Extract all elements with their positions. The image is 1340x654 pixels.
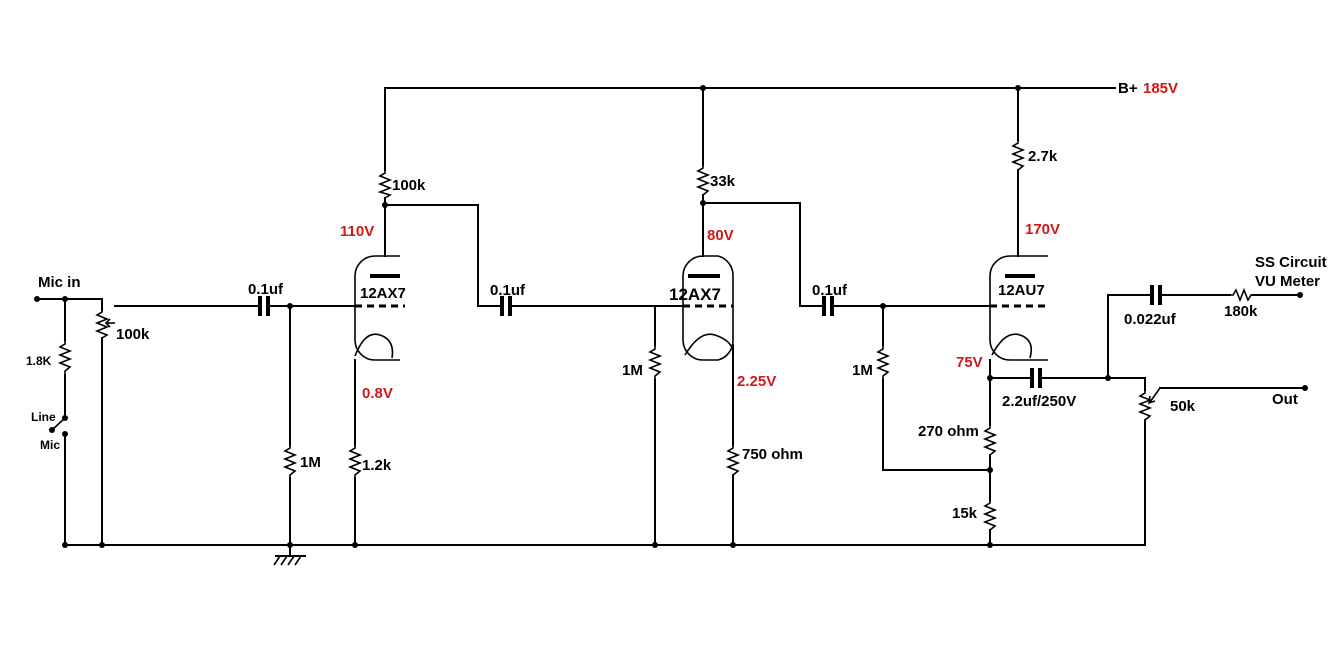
cathode-resistor-3a (982, 425, 998, 456)
gain-potentiometer (94, 310, 115, 339)
grid-resistor-3 (875, 345, 891, 380)
plate-voltage-1: 110V (340, 223, 374, 240)
coupling-capacitor-2 (500, 296, 512, 316)
grid-resistor-2 (647, 345, 663, 380)
junction-dots (34, 85, 1308, 548)
line-mic-switch (49, 415, 68, 437)
coupling-capacitor-1 (258, 296, 270, 316)
coupling-cap-1-label: 0.1uf (248, 281, 284, 298)
plate-resistor-1-label: 100k (392, 177, 426, 194)
cathode-resistor-1 (347, 445, 363, 478)
coupling-cap-2-label: 0.1uf (490, 282, 526, 299)
cathode-resistor-2 (725, 445, 741, 476)
supply-voltage: 185V (1143, 80, 1178, 97)
tube-1-label: 12AX7 (360, 285, 406, 302)
tube-2-label: 12AX7 (669, 285, 721, 304)
switch-line-label: Line (31, 410, 56, 424)
cathode-voltage-3: 75V (956, 354, 983, 371)
pad-resistor-label: 1.8K (26, 354, 52, 368)
vu-capacitor (1150, 285, 1162, 305)
grid-resistor-2-label: 1M (622, 362, 643, 379)
cathode-resistor-3b-label: 15k (952, 505, 978, 522)
vu-label-line1: SS Circuit (1255, 254, 1327, 271)
cathode-voltage-2: 2.25V (737, 373, 776, 390)
wires (36, 87, 1306, 557)
volume-potentiometer (1137, 387, 1161, 421)
grid-resistor-1 (282, 445, 298, 478)
input-label: Mic in (38, 274, 81, 291)
plate-resistor-2-label: 33k (710, 173, 736, 190)
tube-1 (354, 255, 405, 361)
ground-symbol (273, 555, 306, 566)
plate-voltage-2: 80V (707, 227, 734, 244)
vu-resistor-label: 180k (1224, 303, 1258, 320)
plate-resistor-3-label: 2.7k (1028, 148, 1058, 165)
plate-resistor-1 (377, 170, 393, 199)
cathode-voltage-1: 0.8V (362, 385, 393, 402)
plate-resistor-2 (695, 165, 711, 196)
tube-3 (989, 255, 1048, 361)
gain-pot-label: 100k (116, 326, 150, 343)
volume-pot-label: 50k (1170, 398, 1196, 415)
plate-resistor-3 (1010, 140, 1026, 171)
cathode-resistor-3a-label: 270 ohm (918, 423, 979, 440)
vu-cap-label: 0.022uf (1124, 311, 1177, 328)
vu-label-line2: VU Meter (1255, 273, 1320, 290)
output-cap-label: 2.2uf/250V (1002, 393, 1076, 410)
grid-resistor-3-label: 1M (852, 362, 873, 379)
grid-resistor-1-label: 1M (300, 454, 321, 471)
tube-2 (682, 255, 734, 361)
plate-voltage-3: 170V (1025, 221, 1060, 238)
cathode-resistor-2-label: 750 ohm (742, 446, 803, 463)
switch-mic-label: Mic (40, 438, 60, 452)
pad-resistor (57, 340, 73, 375)
cathode-resistor-3b (982, 500, 998, 531)
supply-label: B+ (1118, 80, 1138, 97)
vu-resistor (1230, 287, 1252, 303)
output-capacitor (1030, 368, 1042, 388)
cathode-resistor-1-label: 1.2k (362, 457, 392, 474)
coupling-cap-3-label: 0.1uf (812, 282, 848, 299)
output-label: Out (1272, 391, 1298, 408)
coupling-capacitor-3 (822, 296, 834, 316)
tube-3-label: 12AU7 (998, 282, 1045, 299)
